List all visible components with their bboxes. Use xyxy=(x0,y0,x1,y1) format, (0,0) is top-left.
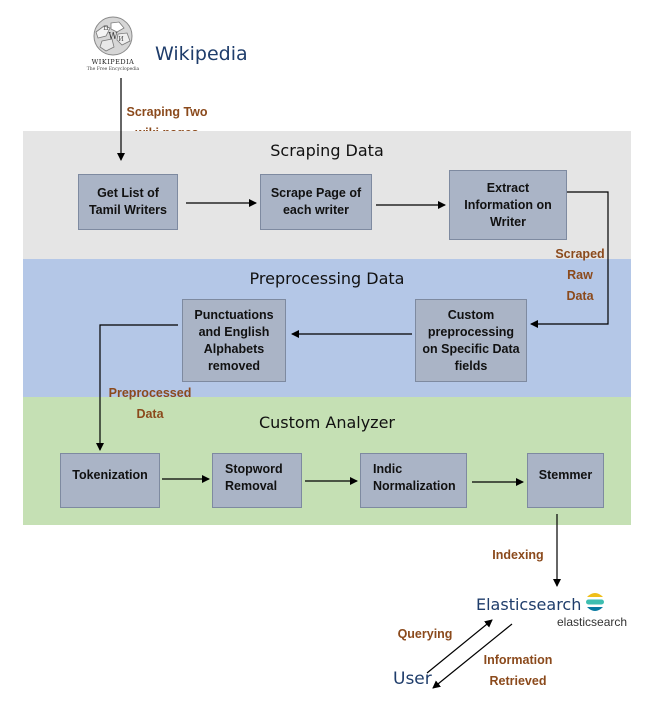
wikipedia-logo: W Ω И Wikipedia The Free Encyclopedia xyxy=(84,14,142,76)
indexing-label: Indexing xyxy=(492,548,544,562)
scraped-raw-data-label: Scraped Raw Data xyxy=(555,247,605,303)
preprocessed-data-label: Preprocessed Data xyxy=(108,386,192,421)
band-title-scraping: Scraping Data xyxy=(270,141,384,160)
arrow-punctuations-to-tokenization xyxy=(96,324,178,451)
svg-text:Ω: Ω xyxy=(104,25,109,32)
wikipedia-wordmark: Wikipedia xyxy=(91,58,135,66)
box-tokenization: Tokenization xyxy=(60,453,160,508)
arrow-elasticsearch-to-user xyxy=(432,623,513,689)
svg-text:W: W xyxy=(108,32,118,42)
wikipedia-globe-icon: W Ω И xyxy=(93,16,133,56)
box-get-list-tamil-writers: Get List of Tamil Writers xyxy=(78,174,178,230)
arrow-user-to-elasticsearch xyxy=(426,619,493,674)
elasticsearch-logo-text: elasticsearch xyxy=(557,615,628,629)
box-stopword-removal: Stopword Removal xyxy=(212,453,302,508)
elasticsearch-name: Elasticsearch xyxy=(476,595,582,614)
elasticsearch-logo-icon xyxy=(586,593,604,611)
band-title-preprocessing: Preprocessing Data xyxy=(249,269,405,288)
box-extract-information: Extract Information on Writer xyxy=(449,170,567,240)
wikipedia-tagline: The Free Encyclopedia xyxy=(86,67,140,72)
band-title-analyzer: Custom Analyzer xyxy=(258,413,395,432)
box-punctuations-removed: Punctuations and English Alphabets remov… xyxy=(182,299,286,382)
user-name: User xyxy=(393,669,432,689)
box-custom-preprocessing: Custom preprocessing on Specific Data fi… xyxy=(415,299,527,382)
box-scrape-page-each-writer: Scrape Page of each writer xyxy=(260,174,372,230)
source-name: Wikipedia xyxy=(155,43,248,65)
svg-text:И: И xyxy=(118,36,123,43)
information-retrieved-label: Information Retrieved xyxy=(483,653,553,688)
querying-label: Querying xyxy=(397,627,453,641)
box-indic-normalization: Indic Normalization xyxy=(360,453,467,508)
box-stemmer: Stemmer xyxy=(527,453,604,508)
arrow-extract-to-custom xyxy=(530,191,609,328)
band-preprocessing-data: Preprocessing Data xyxy=(23,259,631,397)
